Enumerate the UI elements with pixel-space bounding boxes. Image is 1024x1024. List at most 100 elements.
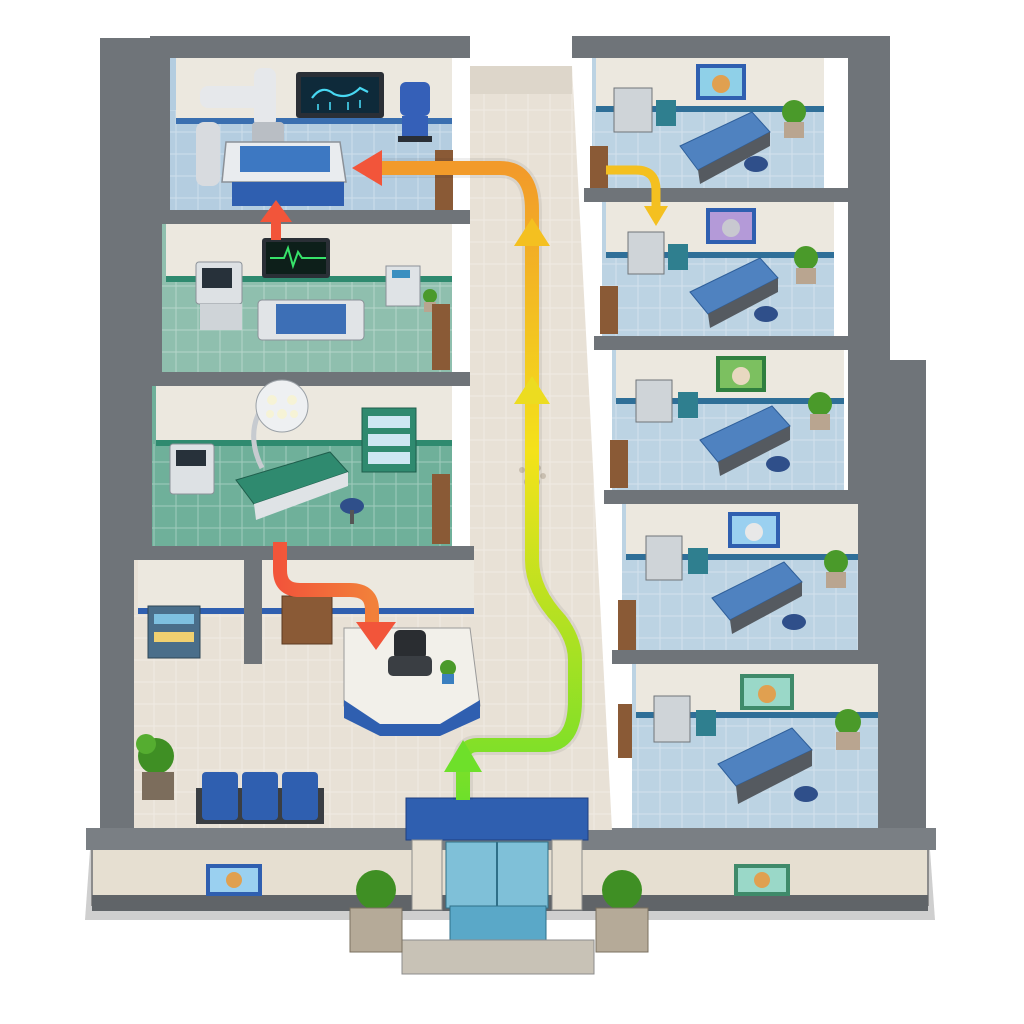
path-arrow-exam2	[606, 165, 661, 208]
supply-cabinet-icon	[361, 407, 417, 473]
cabinet-icon	[385, 265, 421, 307]
stool-icon	[782, 614, 806, 630]
plant-icon	[440, 660, 456, 684]
path-arrow-icon	[514, 218, 550, 246]
room-divider-3	[124, 546, 474, 560]
sink-icon	[627, 231, 688, 275]
vitals-cart-icon	[195, 261, 243, 330]
plant-icon	[824, 550, 848, 588]
exam-table-icon	[257, 299, 365, 341]
lobby-partition	[244, 560, 262, 664]
right-divider-3	[604, 490, 874, 504]
pet-portrait-icon	[716, 356, 766, 392]
path-arrow-icon	[356, 622, 396, 650]
sink-icon	[653, 695, 716, 743]
path-arrow-icon	[514, 376, 550, 404]
path-arrow-main-fill	[380, 161, 582, 800]
room-monitoring	[160, 210, 470, 372]
entrance-canopy	[405, 797, 589, 841]
surgery-door[interactable]	[432, 474, 450, 544]
exam-room-3-door[interactable]	[610, 440, 628, 488]
medicine-shelf-icon	[147, 605, 201, 659]
pet-portrait-icon	[728, 512, 780, 548]
stool-icon	[794, 786, 818, 802]
lobby-back-door[interactable]	[281, 595, 333, 645]
plant-icon	[423, 289, 437, 312]
plant-icon	[349, 870, 403, 953]
entrance-pillar-right	[551, 839, 583, 911]
room-divider-1	[160, 210, 470, 224]
plant-icon	[136, 734, 174, 800]
entrance-steps	[401, 939, 595, 975]
exam-room-5	[618, 664, 878, 828]
monitoring-door[interactable]	[432, 304, 450, 370]
xray-monitor-icon	[296, 72, 384, 118]
pet-portrait-icon	[206, 864, 262, 896]
right-divider-4	[612, 650, 884, 664]
exam-room-4-stripe	[626, 554, 858, 560]
room-surgery	[150, 372, 470, 546]
outer-wall-right-lower	[880, 360, 926, 850]
surgery-table-icon	[235, 451, 349, 520]
entrance	[206, 797, 790, 975]
exam-room-4	[618, 504, 858, 650]
path-arrow-icon	[444, 740, 482, 772]
path-arrow-icon	[352, 150, 382, 186]
plant-icon	[782, 100, 806, 138]
pet-portrait-icon	[734, 864, 790, 896]
stool-icon	[340, 498, 364, 524]
plant-icon	[595, 870, 649, 953]
right-wing	[584, 58, 884, 828]
exam-room-5-door[interactable]	[618, 704, 632, 758]
stool-icon	[744, 156, 768, 172]
corridor-end-wall	[470, 66, 572, 94]
pet-portrait-icon	[696, 64, 746, 100]
pet-portrait-icon	[740, 674, 794, 710]
exam-room-4-door[interactable]	[618, 600, 636, 650]
room-lobby	[124, 546, 481, 828]
reception-desk-icon	[343, 627, 481, 736]
heart-monitor-icon	[262, 238, 330, 278]
path-arrow-surgery-reception	[273, 542, 379, 626]
exam-room-1	[590, 58, 824, 190]
stool-icon	[754, 306, 778, 322]
outer-wall-top-right	[572, 36, 852, 58]
office-chair-icon	[388, 630, 432, 676]
path-arrow-icon	[644, 206, 668, 226]
room-xray	[170, 58, 453, 210]
monitoring-wall-stripe	[166, 276, 452, 282]
patient-flow	[260, 150, 668, 800]
exam-table-icon	[699, 405, 791, 476]
exam-table-icon	[711, 561, 803, 634]
exam-room-2-stripe	[606, 252, 834, 258]
xray-machine-icon	[196, 68, 347, 206]
outer-wall-top-left	[150, 36, 470, 58]
exam-room-1-stripe	[596, 106, 824, 112]
room-divider-2	[150, 372, 470, 386]
exam-room-1-door[interactable]	[590, 146, 608, 190]
exam-room-2	[600, 202, 834, 336]
exam-table-icon	[717, 727, 813, 804]
plant-icon	[794, 246, 818, 284]
plant-icon	[808, 392, 832, 430]
exam-room-5-stripe	[636, 712, 878, 718]
entrance-door-icon[interactable]	[445, 841, 549, 909]
anesthesia-cart-icon	[169, 443, 215, 495]
exam-table-icon	[689, 257, 779, 328]
entrance-pillar-left	[411, 839, 443, 911]
sink-icon	[613, 87, 676, 133]
xray-wall-stripe	[176, 118, 452, 124]
right-divider-2	[594, 336, 864, 350]
surgery-wall-stripe	[156, 440, 452, 446]
exam-room-3	[610, 350, 844, 490]
sink-icon	[635, 379, 698, 423]
right-divider-1	[584, 188, 854, 202]
exam-room-2-door[interactable]	[600, 286, 618, 334]
sink-icon	[645, 535, 708, 581]
waiting-chairs-icon	[196, 772, 324, 824]
lead-apron-icon	[398, 82, 432, 142]
plant-icon	[835, 709, 861, 750]
surgical-lamp-icon	[251, 379, 309, 470]
path-arrow-icon	[260, 200, 292, 222]
